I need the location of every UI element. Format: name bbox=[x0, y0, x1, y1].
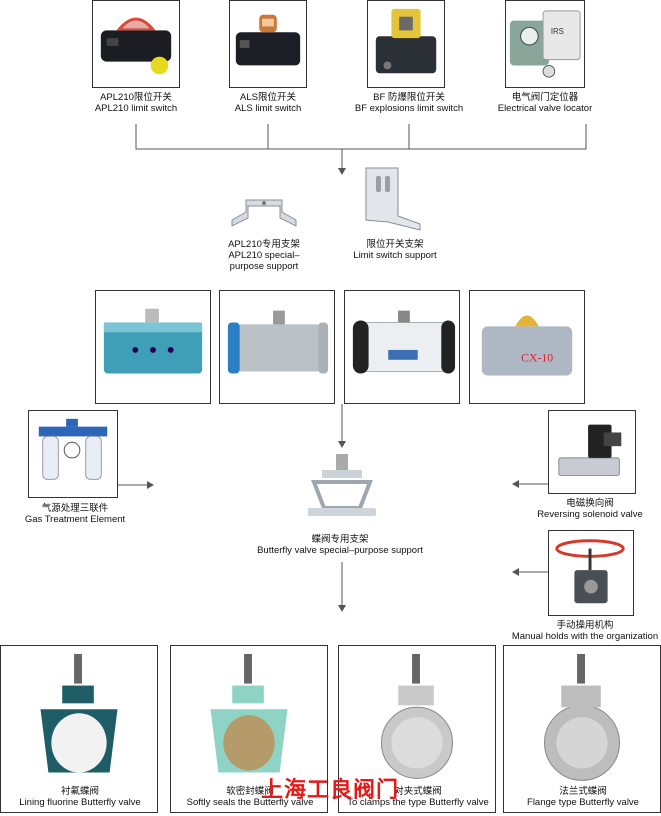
manual-handwheel-image bbox=[548, 530, 634, 616]
watermark-logo: 上海工良阀门 bbox=[260, 778, 399, 803]
butterfly-valve-icon bbox=[210, 653, 288, 773]
manual-mechanism-caption: 手动操用机构 Manual holds with the organizatio… bbox=[511, 620, 659, 642]
actuator-image-4: CX-10 bbox=[469, 290, 585, 404]
actuator-image-2 bbox=[219, 290, 335, 404]
valve-positioner-icon: IRS bbox=[509, 10, 581, 78]
butterfly-valve-icon bbox=[543, 653, 621, 781]
pneumatic-actuator-icon bbox=[103, 308, 203, 374]
valve-bracket-icon bbox=[308, 454, 376, 516]
solenoid-valve-icon bbox=[558, 424, 622, 476]
gas-treatment-image bbox=[28, 410, 118, 498]
caption-en: BF explosions limit switch bbox=[354, 103, 464, 114]
butterfly-support-caption: 蝶阀专用支架 Butterfly valve special–purpose s… bbox=[257, 534, 423, 556]
valve-locator-caption: 电气阀门定位器 Electrical valve locator bbox=[490, 92, 600, 114]
limit-switch-support-image bbox=[358, 164, 426, 234]
electric-actuator-icon: CX-10 bbox=[481, 315, 573, 376]
caption-en: APL210 limit switch bbox=[94, 103, 178, 114]
butterfly-valve-icon bbox=[40, 653, 118, 773]
caption-zh: 电气阀门定位器 bbox=[511, 92, 579, 103]
butterfly-valve-icon bbox=[380, 653, 454, 779]
als-limit-switch-caption: ALS限位开关 ALS limit switch bbox=[218, 92, 318, 114]
caption-zh: ALS限位开关 bbox=[240, 92, 296, 103]
bracket-icon bbox=[231, 199, 297, 227]
apl210-support-caption: APL210专用支架 APL210 special– purpose suppo… bbox=[228, 239, 300, 272]
limit-switch-icon bbox=[235, 14, 301, 66]
solenoid-valve-image bbox=[548, 410, 636, 494]
actuator-image-3 bbox=[344, 290, 460, 404]
als-limit-switch-image bbox=[229, 0, 307, 88]
bf-explosion-proof-switch-image bbox=[367, 0, 445, 88]
actuator-image-1 bbox=[95, 290, 211, 404]
bf-explosion-switch-caption: BF 防爆限位开关 BF explosions limit switch bbox=[344, 92, 474, 114]
caption-en: Electrical valve locator bbox=[497, 103, 593, 114]
svg-text:IRS: IRS bbox=[551, 27, 564, 36]
pneumatic-actuator-icon bbox=[227, 310, 329, 374]
caption-zh: BF 防爆限位开关 bbox=[373, 92, 445, 103]
filter-regulator-icon bbox=[38, 418, 108, 480]
explosion-proof-switch-icon bbox=[375, 8, 437, 74]
solenoid-valve-caption: 电磁换向阀 Reversing solenoid valve bbox=[537, 498, 643, 520]
handwheel-icon bbox=[555, 539, 625, 604]
gas-treatment-caption: 气源处理三联件 Gas Treatment Element bbox=[24, 503, 126, 525]
apl210-support-image bbox=[228, 192, 300, 236]
apl210-limit-switch-image bbox=[92, 0, 180, 88]
caption-en: ALS limit switch bbox=[234, 103, 302, 114]
caption-zh: APL210限位开关 bbox=[100, 92, 172, 103]
electrical-valve-locator-image: IRS bbox=[505, 0, 585, 88]
limit-switch-icon bbox=[100, 17, 172, 75]
butterfly-valve-support-image bbox=[300, 452, 384, 530]
bracket-icon bbox=[365, 167, 421, 231]
pneumatic-actuator-icon bbox=[352, 310, 456, 374]
actuator-model-label: CX-10 bbox=[521, 352, 553, 365]
apl210-limit-switch-caption: APL210限位开关 APL210 limit switch bbox=[86, 92, 186, 114]
limit-switch-support-caption: 限位开关支架 Limit switch support bbox=[353, 239, 437, 261]
